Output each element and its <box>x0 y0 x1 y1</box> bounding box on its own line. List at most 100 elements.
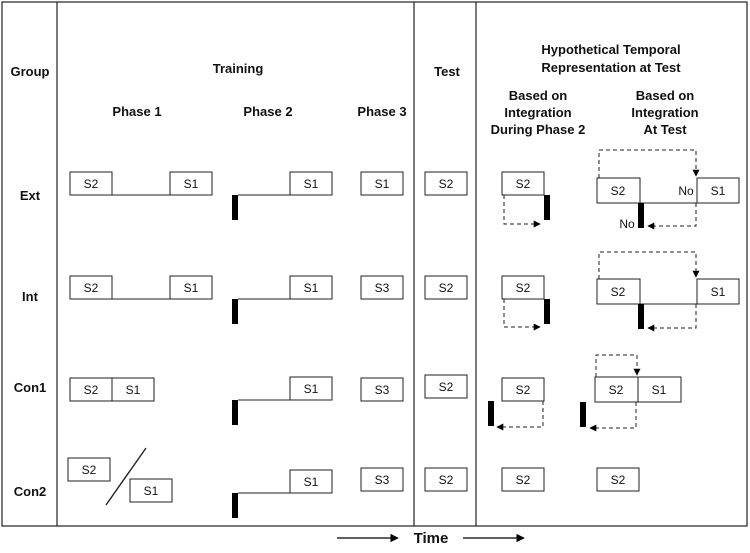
stimulus-box <box>169 275 213 300</box>
stimulus-label: S1 <box>304 281 319 295</box>
stimulus-box <box>424 467 468 492</box>
stimulus-label: S2 <box>84 383 99 397</box>
stimulus-box <box>360 467 404 492</box>
stimulus-label: S1 <box>711 285 726 299</box>
stimulus-label: S1 <box>652 383 667 397</box>
stimulus-label: S1 <box>126 383 141 397</box>
no-annotation: No <box>619 217 635 231</box>
stimulus-label: S1 <box>375 177 390 191</box>
no-annotation: No <box>678 184 694 198</box>
stimulus-box <box>111 377 155 402</box>
stimulus-label: S1 <box>184 281 199 295</box>
integration-test-header-line2: Integration <box>631 105 698 120</box>
expectancy-arrow <box>595 354 641 377</box>
stimulus-box <box>501 377 545 402</box>
stimulus-label: S2 <box>516 177 531 191</box>
integration-test-header-line1: Based on <box>636 88 695 103</box>
stimulus-box <box>360 275 404 300</box>
outcome-bar <box>232 400 238 425</box>
outcome-bar <box>232 299 238 324</box>
group-labels: Ext Int Con1 Con2 <box>14 188 47 499</box>
expectancy-arrow <box>598 251 700 279</box>
stimulus-label: S1 <box>304 177 319 191</box>
integration-phase2-header-line3: During Phase 2 <box>491 122 586 137</box>
time-axis: Time <box>337 530 525 547</box>
stimulus-box <box>501 275 545 300</box>
stimulus-box <box>637 376 682 403</box>
integration-phase2-header-line2: Integration <box>504 105 571 120</box>
stimulus-label: S3 <box>375 383 390 397</box>
group-header: Group <box>11 64 50 79</box>
stimulus-label: S2 <box>84 177 99 191</box>
stimulus-label: S2 <box>611 285 626 299</box>
stimulus-label: S3 <box>375 281 390 295</box>
stimulus-label: S2 <box>611 184 626 198</box>
separation-slash <box>105 447 147 506</box>
row-con2: S2 S1 S1 S3 S2 S2 S2 <box>67 447 640 518</box>
expectancy-arrow <box>647 304 697 332</box>
expectancy-arrow <box>589 402 637 432</box>
stimulus-label: S1 <box>711 184 726 198</box>
stimulus-box <box>424 275 468 300</box>
stimulus-box <box>360 377 404 402</box>
stimulus-box <box>501 467 545 492</box>
phase1-header: Phase 1 <box>112 104 161 119</box>
outcome-bar <box>232 195 238 220</box>
stimulus-label: S1 <box>184 177 199 191</box>
stimulus-label: S3 <box>375 473 390 487</box>
stimulus-label: S1 <box>304 382 319 396</box>
phase3-header: Phase 3 <box>357 104 406 119</box>
stimulus-box <box>360 171 404 196</box>
expectancy-arrow <box>503 299 541 331</box>
stimulus-box <box>596 278 641 305</box>
stimulus-box <box>501 171 545 196</box>
stimulus-label: S2 <box>439 177 454 191</box>
stimulus-box <box>289 171 333 196</box>
stimulus-box <box>169 171 213 196</box>
outer-border <box>1 1 748 527</box>
stimulus-box <box>424 374 468 399</box>
stimulus-label: S1 <box>304 475 319 489</box>
stimulus-label: S2 <box>516 281 531 295</box>
stimulus-box <box>289 469 333 494</box>
stimulus-label: S2 <box>82 463 97 477</box>
group-label-ext: Ext <box>20 188 41 203</box>
stimulus-box <box>596 177 641 204</box>
stimulus-box <box>596 467 640 492</box>
stimulus-box <box>289 275 333 300</box>
stimulus-box <box>129 478 173 503</box>
hypothetical-header-line2: Representation at Test <box>541 60 681 75</box>
outcome-bar <box>544 299 550 324</box>
integration-phase2-header-line1: Based on <box>509 88 568 103</box>
expectancy-arrow <box>496 401 544 431</box>
outcome-bar <box>544 195 550 220</box>
phase2-header: Phase 2 <box>243 104 292 119</box>
outcome-bar <box>580 402 586 427</box>
hypothetical-header-line1: Hypothetical Temporal <box>541 42 680 57</box>
stimulus-box <box>67 457 111 482</box>
stimulus-label: S2 <box>611 473 626 487</box>
integration-test-header-line3: At Test <box>643 122 687 137</box>
outcome-bar <box>638 304 644 329</box>
outcome-bar <box>232 493 238 518</box>
outcome-bar <box>488 401 494 426</box>
group-label-con1: Con1 <box>14 380 47 395</box>
stimulus-label: S2 <box>84 281 99 295</box>
stimulus-box <box>696 177 740 204</box>
stimulus-label: S2 <box>609 383 624 397</box>
expectancy-arrow <box>503 195 541 228</box>
diagram-frame <box>1 1 748 527</box>
column-headers: Group Training Phase 1 Phase 2 Phase 3 T… <box>11 42 699 137</box>
stimulus-label: S1 <box>144 484 159 498</box>
stimulus-label: S2 <box>439 281 454 295</box>
stimulus-label: S2 <box>516 473 531 487</box>
group-label-int: Int <box>22 289 39 304</box>
time-label: Time <box>414 530 449 547</box>
training-header: Training <box>213 61 264 76</box>
stimulus-label: S2 <box>439 473 454 487</box>
row-con1: S2 S1 S1 S3 S2 S2 S2 S1 <box>69 354 682 432</box>
stimulus-box <box>424 171 468 196</box>
stimulus-label: S2 <box>439 380 454 394</box>
